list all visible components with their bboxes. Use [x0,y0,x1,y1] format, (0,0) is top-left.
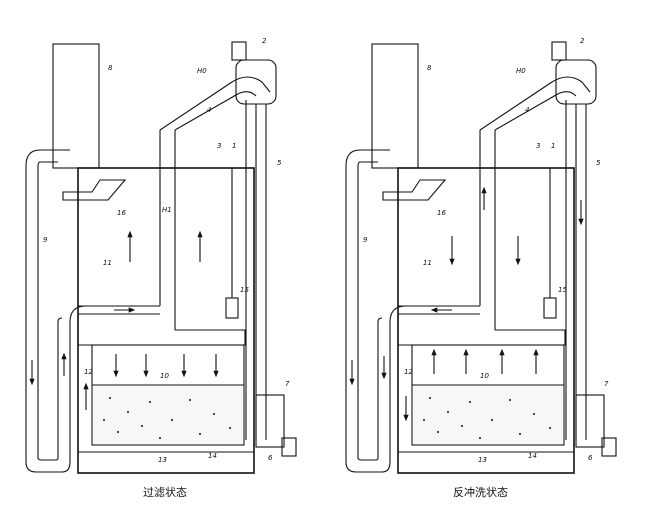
bed-grains [103,397,231,439]
label-3: 3 [217,142,221,150]
label-13: 13 [478,456,487,464]
label-h1: H1 [162,206,172,214]
label-6: 6 [588,454,593,462]
label-14: 14 [208,452,217,460]
label-11: 11 [423,259,432,267]
caption-filtration: 过滤状态 [143,485,187,499]
label-2: 2 [580,37,585,45]
label-13: 13 [158,456,167,464]
label-h0: H0 [197,67,207,75]
label-6: 6 [268,454,273,462]
label-1: 1 [232,142,236,150]
label-10: 10 [160,372,169,380]
bed-grains [423,397,551,439]
label-4: 4 [525,106,529,114]
label-1: 1 [551,142,555,150]
label-7: 7 [604,380,609,388]
label-5: 5 [596,159,601,167]
label-9: 9 [43,236,48,244]
label-3: 3 [536,142,540,150]
sand-bed [411,384,565,446]
label-5: 5 [277,159,282,167]
label-4: 4 [207,106,211,114]
label-14: 14 [528,452,537,460]
label-h0: H0 [516,67,526,75]
label-10: 10 [480,372,489,380]
label-8: 8 [108,64,113,72]
label-16: 16 [437,209,446,217]
label-2: 2 [262,37,267,45]
flow-arrows [29,230,219,410]
caption-backwash: 反冲洗状态 [453,485,508,499]
label-9: 9 [363,236,368,244]
water-tank [371,43,419,169]
label-8: 8 [427,64,432,72]
label-16: 16 [117,209,126,217]
label-7: 7 [285,380,290,388]
panel-backwash: 8 9 16 11 H0 2 4 3 1 5 15 10 12 7 14 13 … [345,37,617,499]
sand-bed [91,384,245,446]
label-15: 15 [240,286,249,294]
label-11: 11 [103,259,112,267]
flow-arrows [349,186,584,422]
water-tank [52,43,100,169]
label-15: 15 [558,286,567,294]
panel-filtration: 8 9 16 11 H1 H0 2 4 3 1 5 15 10 12 7 14 … [25,37,297,499]
label-12: 12 [84,368,93,376]
label-12: 12 [404,368,413,376]
